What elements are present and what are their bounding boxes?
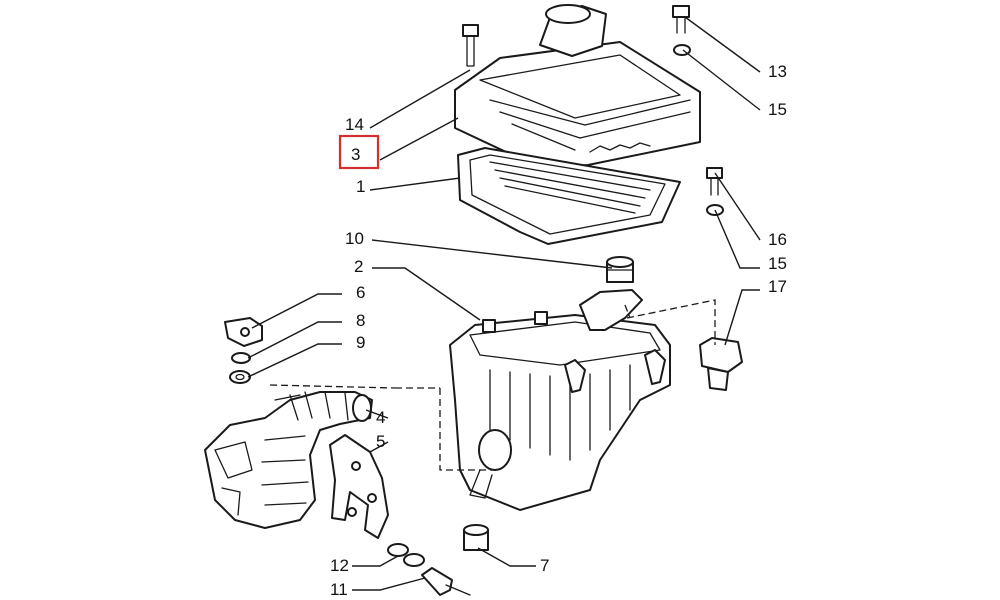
callout-7: 7 xyxy=(540,556,549,575)
callout-9: 9 xyxy=(356,333,365,352)
callout-11: 11 xyxy=(330,580,348,599)
filter-housing-part xyxy=(449,289,671,511)
intake-duct-part xyxy=(204,391,373,529)
callout-3-highlight-box xyxy=(338,134,380,170)
bolt-14-part xyxy=(462,24,479,67)
bolt-11-part xyxy=(421,567,471,596)
bolt-16-part xyxy=(706,167,723,196)
sensor-17-part xyxy=(699,337,743,391)
callout-1: 1 xyxy=(356,177,365,196)
grommet-10-part xyxy=(606,256,634,283)
filter-element-part xyxy=(457,147,681,245)
callout-6: 6 xyxy=(356,283,365,302)
washer-8-part xyxy=(231,352,251,364)
grommet-7-part xyxy=(463,524,489,551)
bolt-13-part xyxy=(672,5,690,34)
bracket-5-part xyxy=(329,434,389,539)
bracket-6-part xyxy=(224,317,263,347)
callout-3: 3 xyxy=(351,145,360,164)
callout-8: 8 xyxy=(356,311,365,330)
callout-12: 12 xyxy=(330,556,349,575)
callout-14: 14 xyxy=(345,115,364,134)
callout-15-top: 15 xyxy=(768,100,787,119)
callout-16: 16 xyxy=(768,230,787,249)
nut-9-part xyxy=(229,370,251,384)
leader-lines xyxy=(247,16,761,591)
callout-13: 13 xyxy=(768,62,787,81)
callout-4: 4 xyxy=(376,408,385,427)
alignment-lines xyxy=(269,299,716,471)
callout-17: 17 xyxy=(768,277,787,296)
filter-cover-part xyxy=(454,4,701,169)
callout-2: 2 xyxy=(354,257,363,276)
callout-10: 10 xyxy=(345,229,364,248)
callout-5: 5 xyxy=(376,432,385,451)
callout-15-mid: 15 xyxy=(768,254,787,273)
washer-12-part xyxy=(387,543,425,567)
